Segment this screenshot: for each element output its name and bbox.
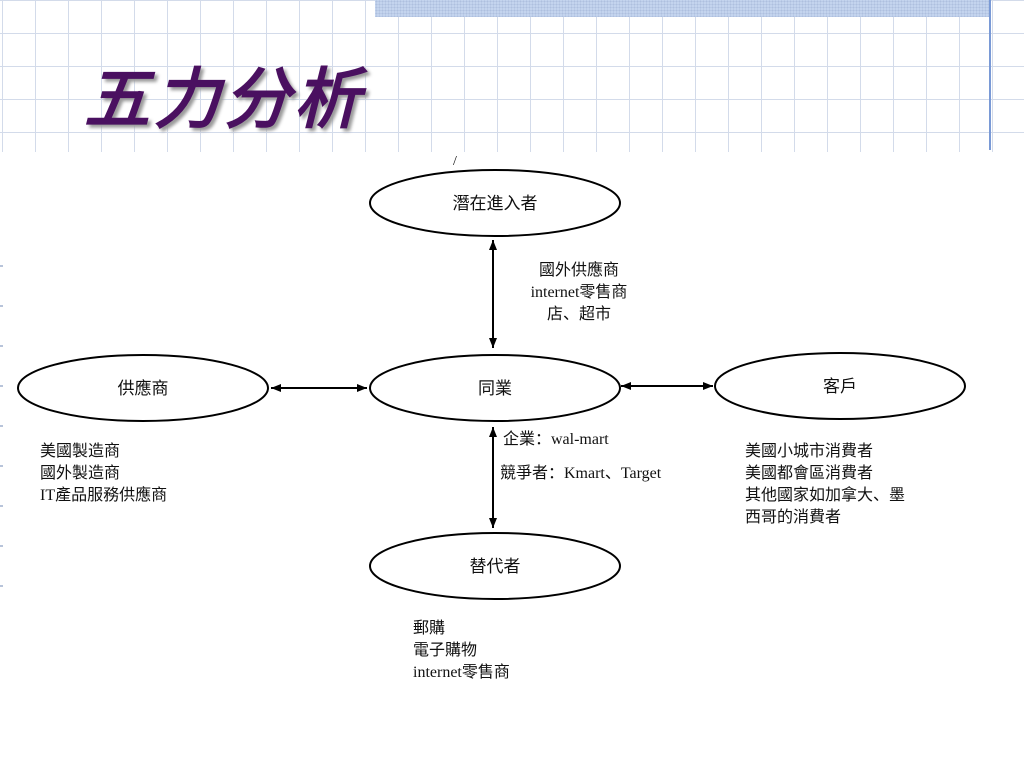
grid-background <box>0 0 1024 152</box>
slide-title: 五力分析 <box>84 60 364 138</box>
node-suppliers: 供應商 <box>17 354 269 422</box>
node-entrants-label: 潛在進入者 <box>453 194 538 213</box>
suppliers-note: IT產品服務供應商 <box>40 485 167 504</box>
node-substitutes-label: 替代者 <box>470 557 521 576</box>
left-edge-ticks <box>0 265 3 625</box>
customers-note: 西哥的消費者 <box>745 508 841 526</box>
suppliers-notes: 美國製造商 國外製造商 IT產品服務供應商 <box>40 442 167 504</box>
node-industry: 同業 <box>369 354 621 422</box>
accent-line <box>989 0 991 150</box>
suppliers-note: 國外製造商 <box>40 464 120 482</box>
customers-note: 美國小城市消費者 <box>745 442 873 460</box>
entrants-notes: 國外供應商 internet零售商 店、超市 <box>531 260 628 323</box>
node-substitutes: 替代者 <box>369 532 621 600</box>
substitutes-notes: 郵購 電子購物 internet零售商 <box>413 619 510 681</box>
substitutes-note: 郵購 <box>413 619 445 637</box>
industry-notes: 企業：wal-mart 競爭者：Kmart、Target <box>500 430 662 482</box>
node-industry-label: 同業 <box>478 379 512 398</box>
customers-note: 其他國家如加拿大、墨 <box>745 485 905 504</box>
substitutes-note: 電子購物 <box>413 641 477 659</box>
node-substitutes-ellipse <box>369 532 621 600</box>
node-entrants: 潛在進入者 <box>369 169 621 237</box>
node-customers: 客戶 <box>714 352 966 420</box>
entrants-note: 國外供應商 <box>539 260 619 279</box>
node-suppliers-label: 供應商 <box>118 378 169 398</box>
node-suppliers-ellipse <box>17 354 269 422</box>
customers-notes: 美國小城市消費者 美國都會區消費者 其他國家如加拿大、墨 西哥的消費者 <box>745 442 905 526</box>
node-customers-label: 客戶 <box>823 377 857 396</box>
substitutes-note: internet零售商 <box>413 663 510 681</box>
node-customers-ellipse <box>714 352 966 420</box>
entrants-note: 店、超市 <box>547 305 611 323</box>
accent-bar <box>375 0 990 17</box>
stray-mark: / <box>453 154 457 169</box>
node-entrants-ellipse <box>369 169 621 237</box>
industry-note: 競爭者：Kmart、Target <box>500 464 662 482</box>
suppliers-note: 美國製造商 <box>40 442 120 460</box>
entrants-note: internet零售商 <box>531 283 628 301</box>
customers-note: 美國都會區消費者 <box>745 464 873 482</box>
node-industry-ellipse <box>369 354 621 422</box>
industry-note: 企業：wal-mart <box>503 430 609 448</box>
